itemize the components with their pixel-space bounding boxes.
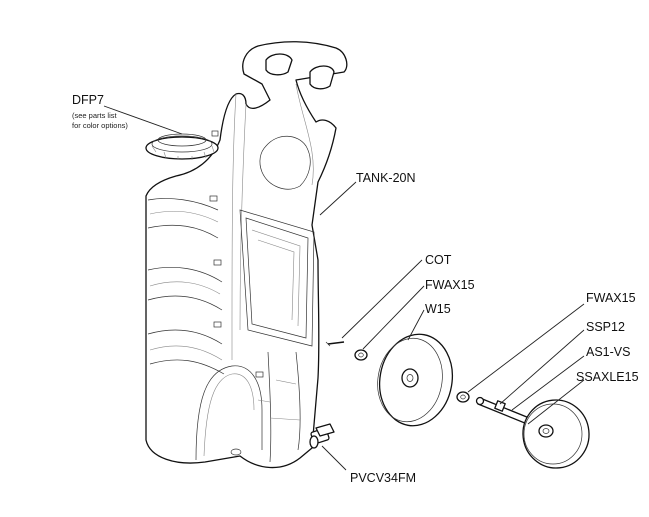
label-fwax15-left: FWAX15: [425, 278, 475, 292]
label-dfp7: DFP7: [72, 93, 104, 107]
pvcv34fm-valve-part: [309, 423, 335, 449]
label-dfp7-note-line2: for color options): [72, 121, 128, 130]
dfp7-lid-part: [145, 130, 219, 160]
cot-pin-part: [325, 341, 345, 347]
fwax15-washer-left-part: [354, 349, 368, 361]
label-w15: W15: [425, 302, 451, 316]
fwax15-washer-right-part: [456, 391, 470, 403]
axle-assembly-part: [475, 396, 590, 469]
label-cot: COT: [425, 253, 452, 267]
label-fwax15-right: FWAX15: [586, 291, 636, 305]
leader-lines: [103, 105, 585, 471]
label-pvcv34fm: PVCV34FM: [350, 471, 416, 485]
label-as1-vs: AS1-VS: [586, 345, 630, 359]
label-ssp12: SSP12: [586, 320, 625, 334]
label-tank-20n: TANK-20N: [356, 171, 416, 185]
label-dfp7-note-line1: (see parts list: [72, 111, 118, 120]
label-ssaxle15: SSAXLE15: [576, 370, 639, 384]
w15-wheel-part: [377, 333, 453, 427]
tank-20n-part: [145, 41, 348, 469]
